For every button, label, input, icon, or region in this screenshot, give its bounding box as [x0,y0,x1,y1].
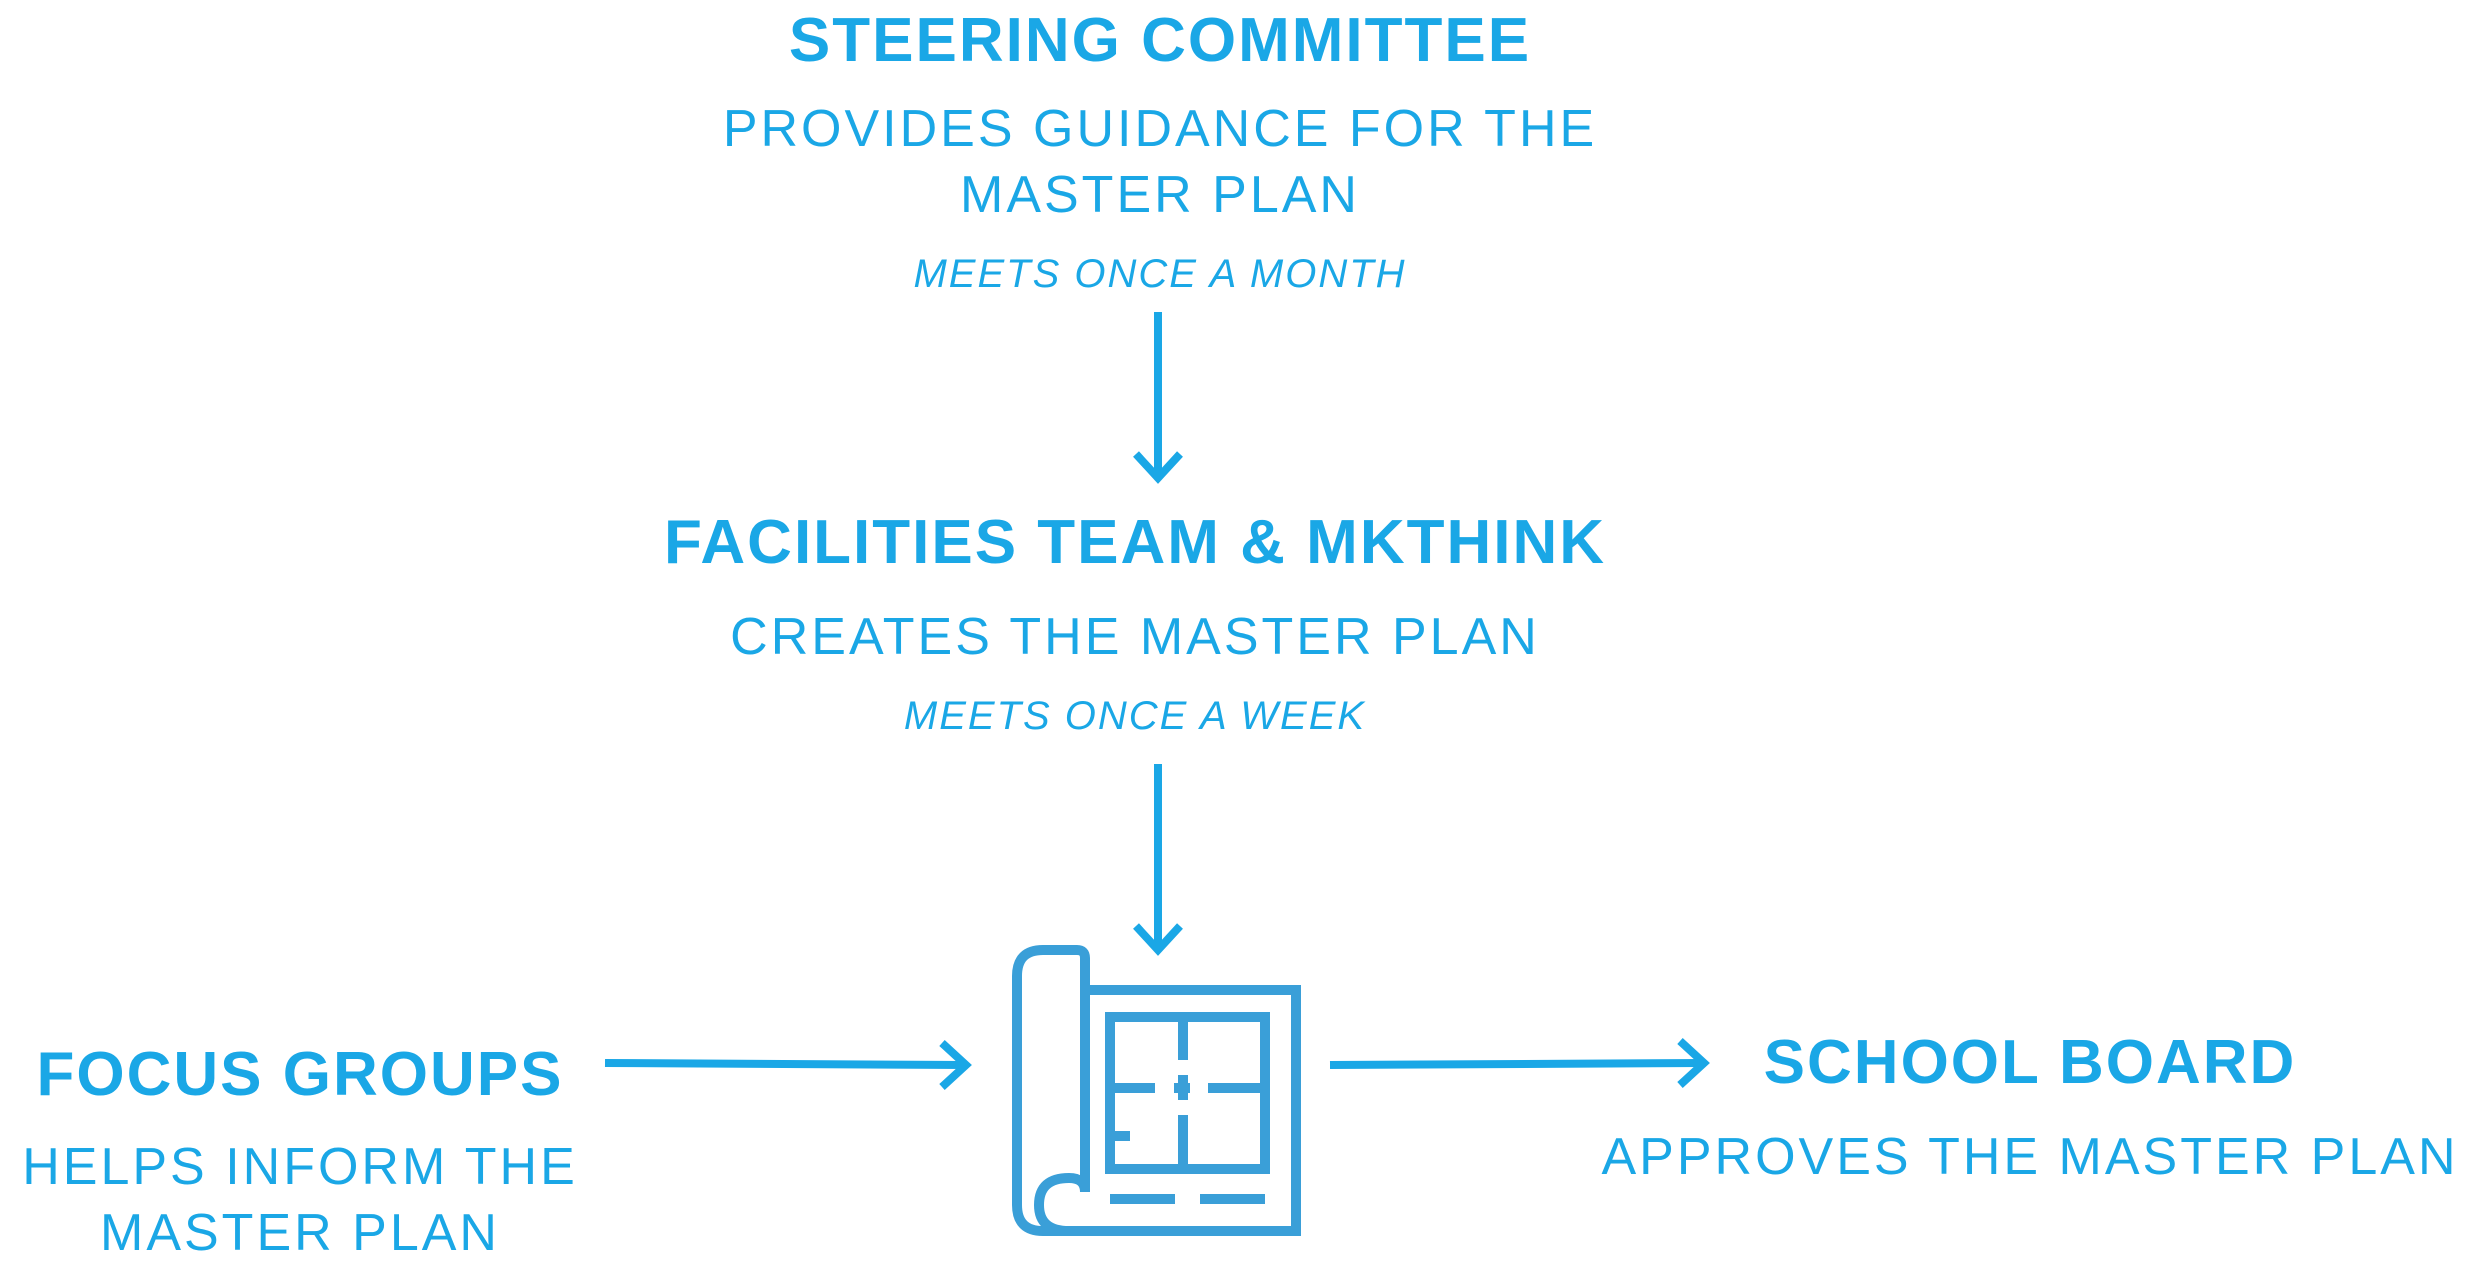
facilities-team-title: FACILITIES TEAM & MKTHINK [663,508,1607,577]
school-board-title: SCHOOL BOARD [1763,1028,2297,1097]
arrow-steering-to-facilities [1133,312,1183,484]
facilities-team-meeting-note: MEETS ONCE A WEEK [903,694,1367,738]
steering-committee-node: STEERING COMMITTEE PROVIDES GUIDANCE FOR… [620,6,1700,296]
steering-committee-meeting-note: MEETS ONCE A MONTH [913,252,1407,296]
arrow-master-plan-to-school-board [1329,1038,1710,1088]
arrow-focus-groups-to-master-plan [604,1040,972,1090]
school-board-description: APPROVES THE MASTER PLAN [1601,1128,2459,1186]
steering-committee-description: PROVIDES GUIDANCE FOR THE MASTER PLAN [620,96,1700,228]
facilities-team-description: CREATES THE MASTER PLAN [730,608,1540,666]
arrow-facilities-to-master-plan [1133,764,1183,956]
blueprint-icon [1012,945,1301,1236]
steering-committee-description-line-2: MASTER PLAN [960,166,1360,224]
focus-groups-description-line-1: HELPS INFORM THE [22,1138,578,1196]
steering-committee-description-line-1: PROVIDES GUIDANCE FOR THE [722,100,1598,158]
focus-groups-title: FOCUS GROUPS [36,1040,564,1109]
steering-committee-title: STEERING COMMITTEE [788,6,1532,75]
facilities-team-node: FACILITIES TEAM & MKTHINK CREATES THE MA… [540,508,1730,738]
school-board-node: SCHOOL BOARD APPROVES THE MASTER PLAN [1590,1032,2470,1190]
